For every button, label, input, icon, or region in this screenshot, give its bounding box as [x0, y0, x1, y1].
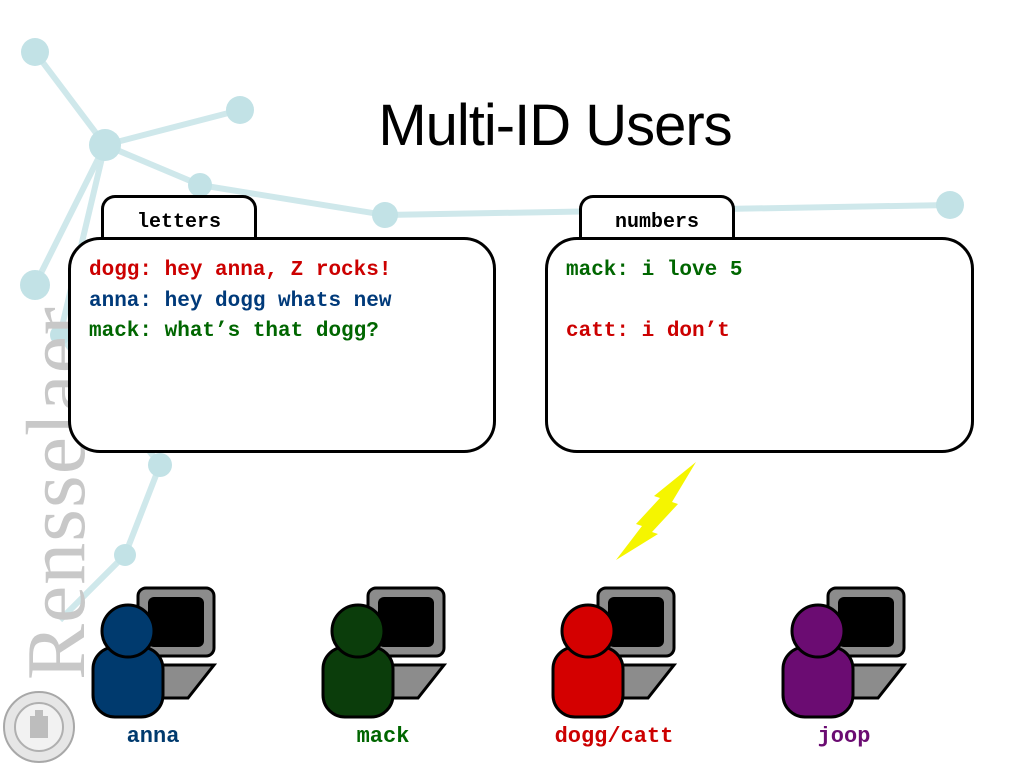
user-label-anna: anna — [126, 724, 180, 749]
user-label-joop: joop — [817, 724, 871, 749]
user-anna-icon — [91, 586, 218, 719]
chat-message-blank — [566, 287, 971, 318]
room-tab-numbers[interactable]: numbers — [579, 195, 735, 241]
user-mack-icon — [321, 586, 448, 719]
chat-panel-numbers: mack: i love 5 catt: i don’t — [545, 237, 974, 453]
user-dogg-catt-icon — [551, 586, 678, 719]
chat-panel-letters: dogg: hey anna, Z rocks! anna: hey dogg … — [68, 237, 496, 453]
room-tab-letters[interactable]: letters — [101, 195, 257, 241]
user-label-mack: mack — [356, 724, 410, 749]
chat-message: mack: what’s that dogg? — [89, 320, 379, 343]
slide-title: Multi-ID Users — [378, 93, 732, 158]
chat-message: dogg: hey anna, Z rocks! — [89, 259, 392, 282]
user-label-dogg-catt: dogg/catt — [554, 724, 674, 749]
chat-message: anna: hey dogg whats new — [89, 289, 392, 313]
rpi-seal-logo — [3, 691, 75, 763]
lightning-bolt-icon — [616, 462, 696, 560]
chat-message: mack: i love 5 — [566, 259, 743, 282]
chat-message: catt: i don’t — [566, 320, 730, 343]
user-joop-icon — [781, 586, 908, 719]
